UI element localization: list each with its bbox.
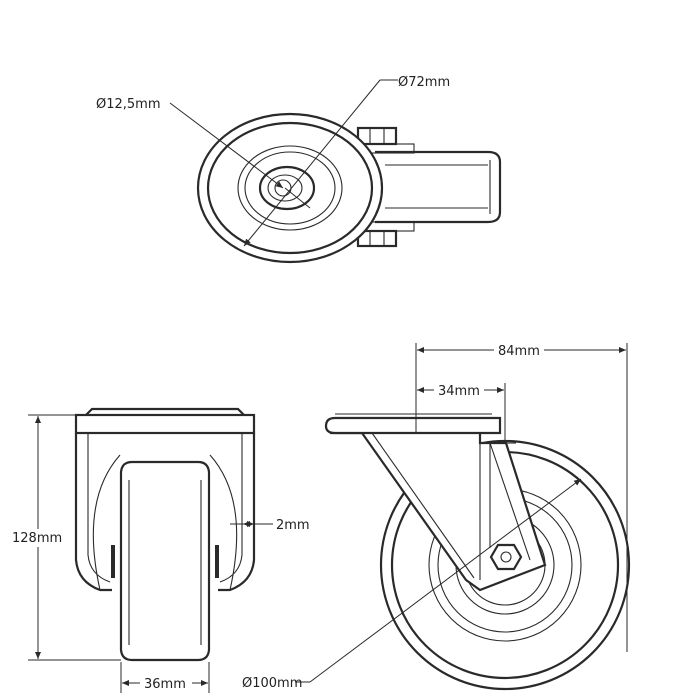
height-label: 128mm (12, 531, 62, 546)
leader-wheel-diameter (309, 478, 582, 683)
top-hub-inner (267, 174, 303, 202)
front-fork-right (218, 433, 256, 592)
top-view: Ø12,5mm Ø72mm (96, 75, 502, 264)
side-fork-edge (371, 432, 475, 579)
offset-label: 34mm (438, 384, 480, 399)
side-axle (500, 551, 512, 563)
side-fork-edge (489, 442, 531, 561)
side-top-plate (324, 416, 502, 435)
front-top-plate-rim (85, 407, 245, 416)
front-fork-right-inner (219, 433, 243, 583)
top-fork-outline (375, 150, 502, 224)
front-fork-curve-right (209, 454, 238, 591)
front-wheel (119, 460, 211, 662)
side-axle-nut (489, 543, 523, 571)
top-wheel-tread (206, 121, 374, 255)
top-wheel-rim (237, 145, 343, 231)
side-fork (330, 431, 547, 592)
front-fork-curve-left (92, 454, 121, 591)
dim-height-bg (10, 529, 68, 547)
front-top-plate (74, 413, 256, 435)
top-hub (258, 165, 316, 211)
top-wheel-outer (196, 112, 384, 264)
hub-diameter-label: Ø72mm (398, 75, 450, 90)
top-wheel-rim-inner (244, 151, 336, 225)
front-fork-left-inner (87, 433, 111, 583)
gap-label: 2mm (276, 518, 310, 533)
overall-width-label: 84mm (498, 344, 540, 359)
side-wheel-outer (379, 439, 631, 691)
top-nut (356, 126, 398, 146)
dim-wheel-width-bg (140, 675, 192, 691)
bore-diameter-label: Ø12,5mm (96, 97, 161, 112)
front-view: 128mm 2mm 36mm (10, 407, 310, 693)
wheel-width-label: 36mm (144, 677, 186, 692)
dim-offset-bg (434, 382, 484, 398)
front-fork-left (74, 433, 112, 592)
leader-bore (169, 102, 284, 189)
wheel-diameter-label: Ø100mm (242, 676, 302, 691)
dim-overall-width-bg (494, 342, 544, 358)
side-view: 84mm 34mm Ø100mm (242, 342, 631, 691)
leader-hub (243, 79, 381, 247)
